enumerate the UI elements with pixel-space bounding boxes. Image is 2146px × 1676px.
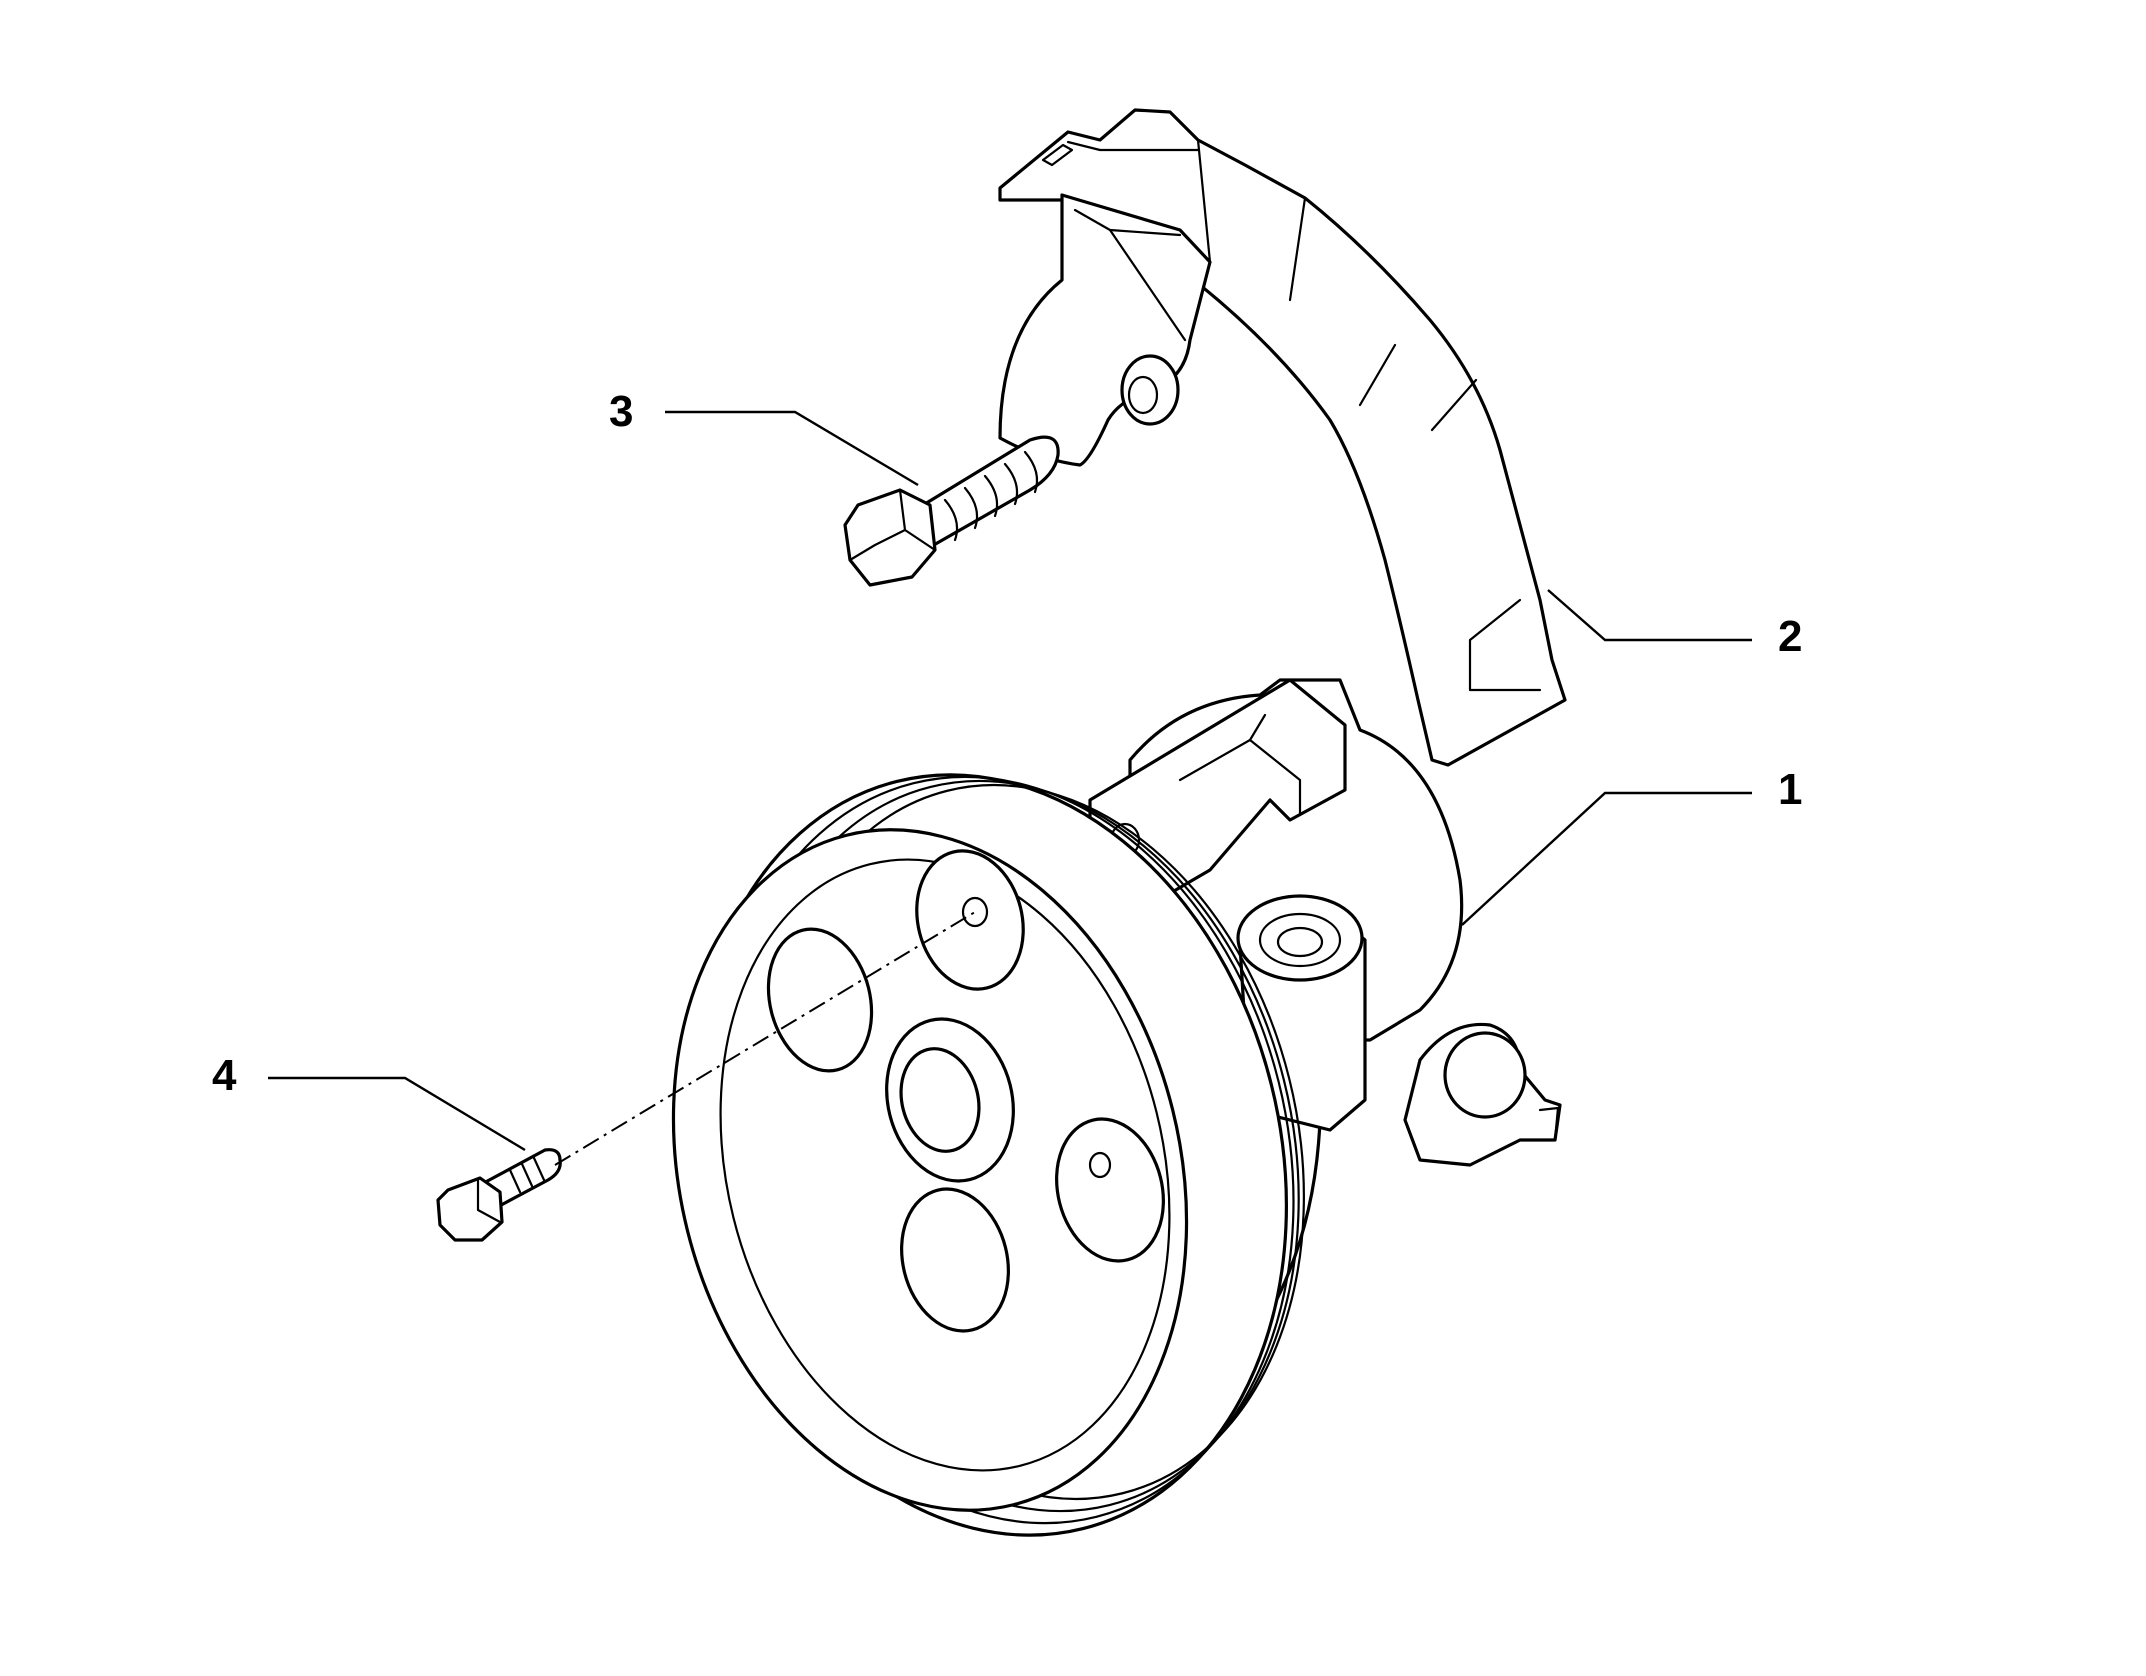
part-3-hex-bolt [843, 435, 1060, 587]
part-2-bracket [998, 108, 1567, 767]
assembly-axis-dashline [554, 911, 976, 1166]
callouts: 3 2 1 4 [212, 387, 1802, 1100]
callout-3: 3 [609, 387, 633, 436]
leader-4 [268, 1076, 526, 1152]
leader-2 [1547, 589, 1752, 642]
leader-lines [268, 410, 1752, 1166]
leader-3 [665, 410, 919, 487]
leader-1 [1461, 791, 1752, 926]
part-1-pump-assembly [671, 678, 1562, 1537]
callout-4: 4 [212, 1051, 237, 1100]
callout-1: 1 [1778, 765, 1802, 814]
callout-2: 2 [1778, 612, 1802, 661]
part-4-flange-bolt [436, 1148, 562, 1242]
